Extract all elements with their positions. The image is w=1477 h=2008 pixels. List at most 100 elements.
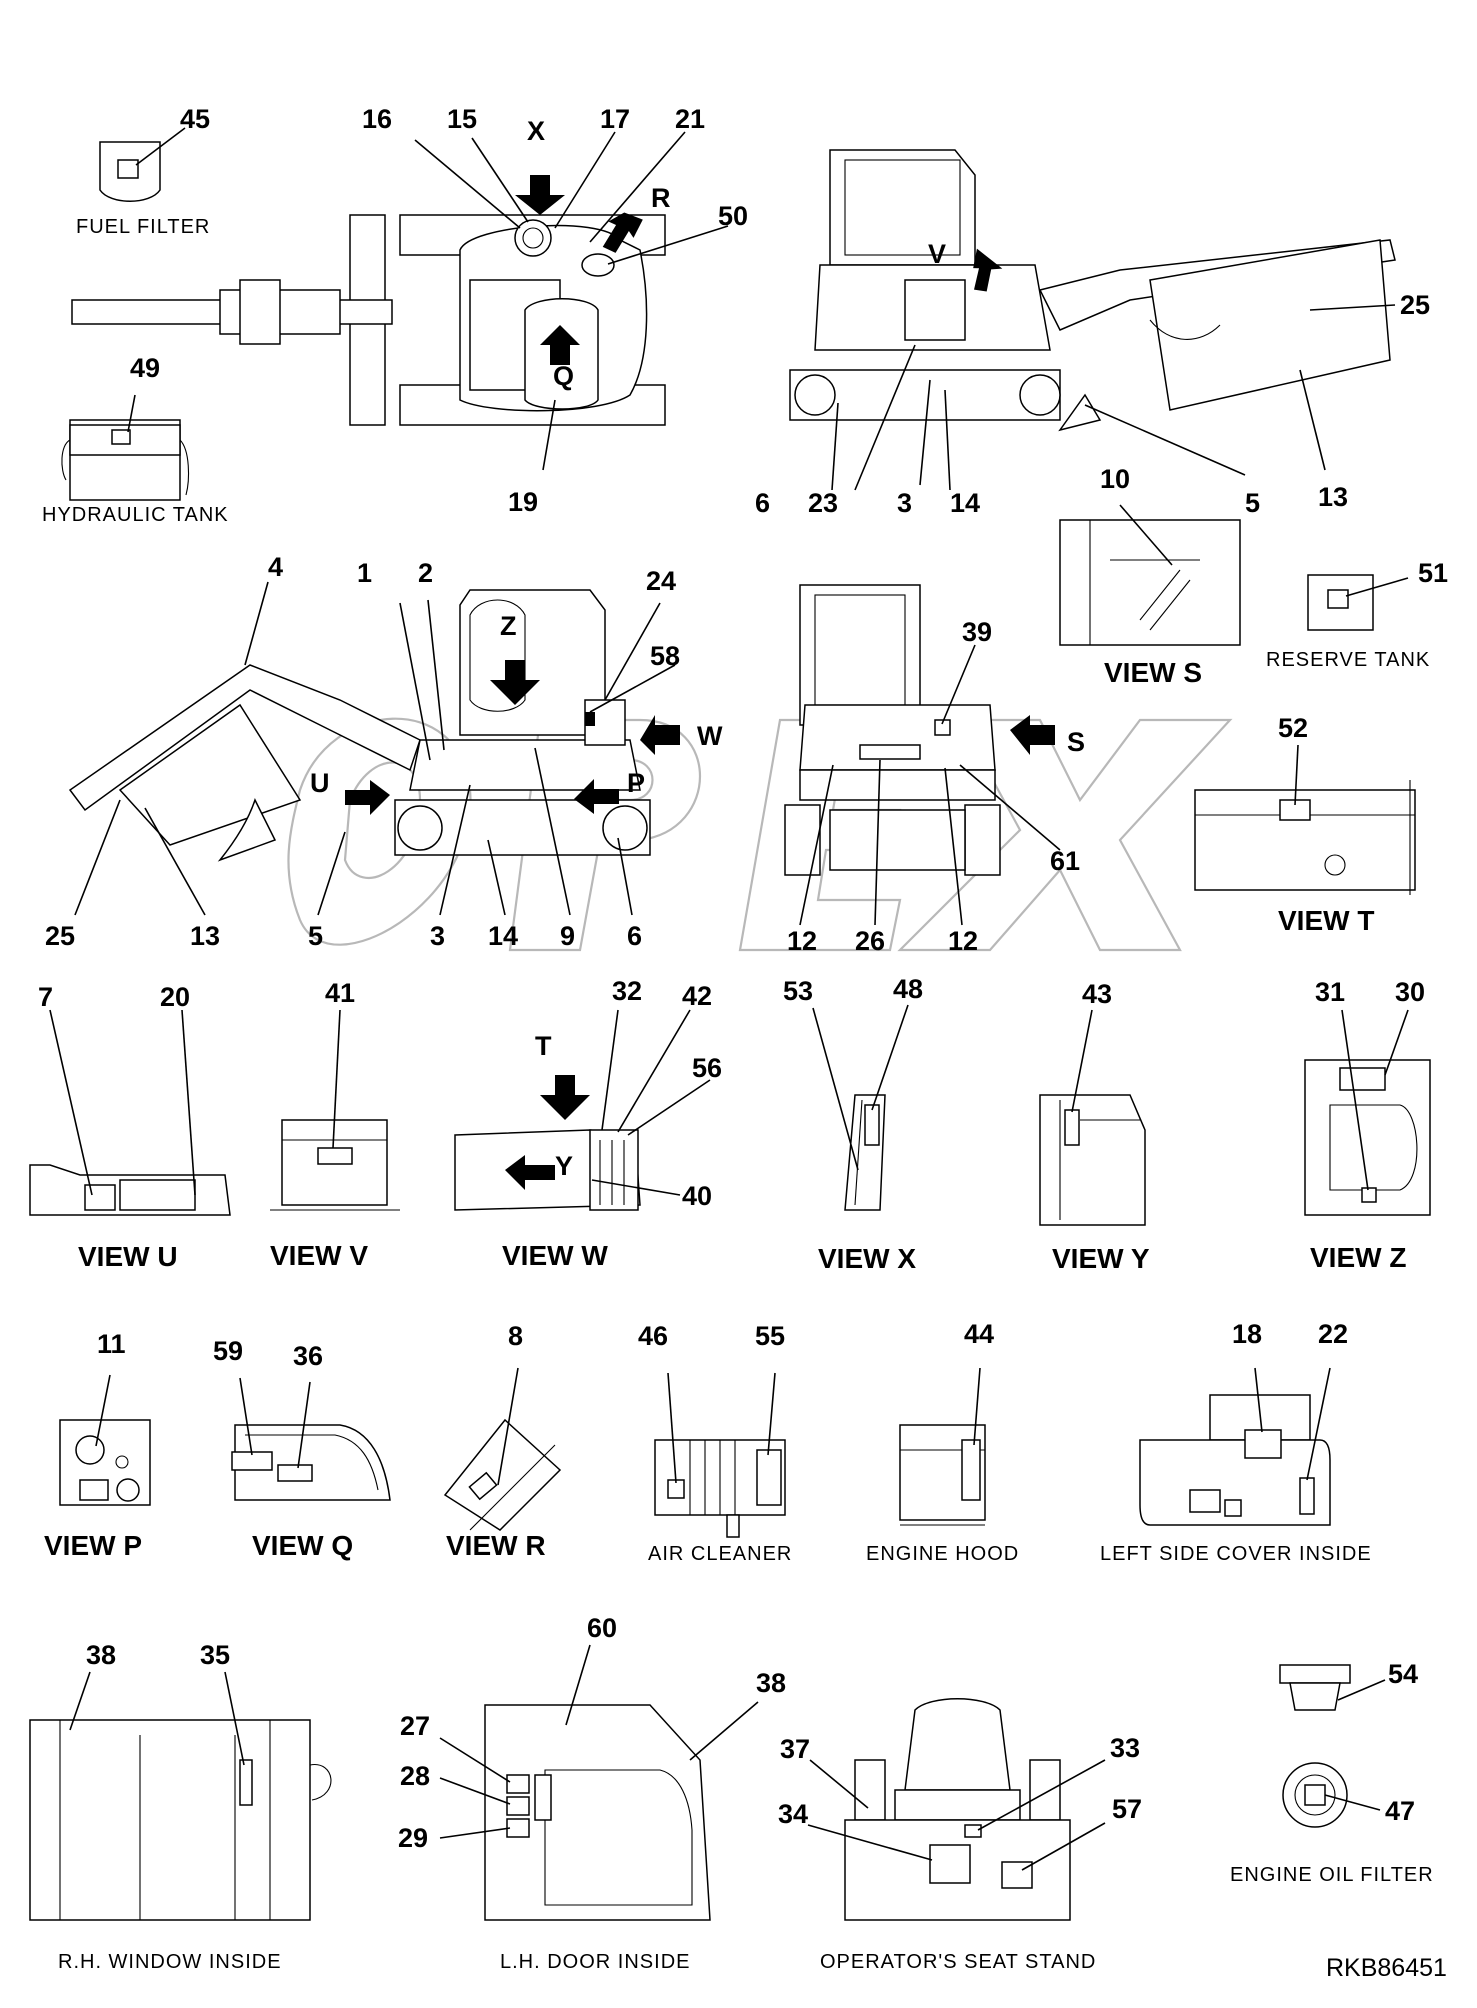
view-letter-p: P bbox=[627, 768, 645, 798]
view-x-detail: 53 48 VIEW X bbox=[783, 974, 923, 1274]
drawing-code: RKB86451 bbox=[1326, 1954, 1447, 1982]
view-y-title: VIEW Y bbox=[1052, 1243, 1150, 1274]
callout-57: 57 bbox=[1112, 1794, 1142, 1824]
callout-19: 19 bbox=[508, 487, 538, 517]
callout-15: 15 bbox=[447, 104, 477, 134]
callout-6-left-view: 6 bbox=[627, 921, 642, 951]
callout-4: 4 bbox=[268, 552, 283, 582]
view-s-detail: 10 VIEW S bbox=[1059, 464, 1241, 688]
operators-seat-stand-detail: 37 33 34 57 OPERATOR'S SEAT STAND bbox=[778, 1698, 1142, 1973]
view-u-detail: 7 20 VIEW U bbox=[29, 982, 231, 1272]
callout-30: 30 bbox=[1395, 977, 1425, 1007]
callout-13-right-view: 13 bbox=[1318, 482, 1348, 512]
view-letter-r: R bbox=[651, 183, 671, 213]
callout-44: 44 bbox=[964, 1319, 994, 1349]
callout-49: 49 bbox=[130, 353, 160, 383]
callout-47: 47 bbox=[1385, 1796, 1415, 1826]
callout-11: 11 bbox=[97, 1329, 126, 1359]
caption-operators-seat-stand: OPERATOR'S SEAT STAND bbox=[820, 1951, 1096, 1973]
callout-61: 61 bbox=[1050, 846, 1080, 876]
callout-46: 46 bbox=[638, 1321, 668, 1351]
view-x-title: VIEW X bbox=[818, 1243, 916, 1274]
callout-2: 2 bbox=[418, 558, 433, 588]
view-v-title: VIEW V bbox=[270, 1240, 368, 1271]
callout-9: 9 bbox=[560, 921, 575, 951]
view-z-title: VIEW Z bbox=[1310, 1242, 1406, 1273]
caption-lh-door-inside: L.H. DOOR INSIDE bbox=[500, 1951, 690, 1973]
rh-window-inside-detail: 38 35 R.H. WINDOW INSIDE bbox=[29, 1640, 332, 1973]
view-letter-s: S bbox=[1067, 727, 1085, 757]
view-r-title: VIEW R bbox=[446, 1530, 546, 1561]
caption-engine-hood: ENGINE HOOD bbox=[866, 1543, 1019, 1565]
view-w-title: VIEW W bbox=[502, 1240, 608, 1271]
rear-view-excavator: 39 S 61 12 26 12 bbox=[784, 584, 1085, 956]
caption-engine-oil-filter: ENGINE OIL FILTER bbox=[1230, 1864, 1434, 1886]
callout-52: 52 bbox=[1278, 713, 1308, 743]
callout-7: 7 bbox=[38, 982, 53, 1012]
left-side-view-excavator: 4 1 2 Z 24 58 W P U 25 13 5 3 14 9 6 bbox=[45, 552, 723, 951]
callout-18: 18 bbox=[1232, 1319, 1262, 1349]
caption-fuel-filter: FUEL FILTER bbox=[76, 216, 210, 238]
view-letter-u: U bbox=[310, 768, 330, 798]
view-letter-t: T bbox=[535, 1031, 552, 1061]
callout-21: 21 bbox=[675, 104, 705, 134]
callout-51: 51 bbox=[1418, 558, 1448, 588]
view-p-detail: 11 VIEW P bbox=[44, 1329, 151, 1561]
view-s-title: VIEW S bbox=[1104, 657, 1202, 688]
callout-36: 36 bbox=[293, 1341, 323, 1371]
view-v-detail: 41 VIEW V bbox=[270, 978, 400, 1271]
callout-13-left-view: 13 bbox=[190, 921, 220, 951]
view-y-detail: 43 VIEW Y bbox=[1039, 979, 1150, 1274]
caption-reserve-tank: RESERVE TANK bbox=[1266, 649, 1430, 671]
callout-5-left-view: 5 bbox=[308, 921, 323, 951]
callout-26: 26 bbox=[855, 926, 885, 956]
top-view-excavator: 16 15 X 17 21 R 50 Q 19 bbox=[71, 104, 748, 517]
fuel-filter-detail: 45 FUEL FILTER bbox=[76, 104, 210, 238]
callout-16: 16 bbox=[362, 104, 392, 134]
callout-54: 54 bbox=[1388, 1659, 1418, 1689]
view-u-title: VIEW U bbox=[78, 1241, 178, 1272]
view-letter-x: X bbox=[527, 116, 545, 146]
view-q-detail: 59 36 VIEW Q bbox=[213, 1336, 391, 1561]
callout-24: 24 bbox=[646, 566, 676, 596]
callout-28: 28 bbox=[400, 1761, 430, 1791]
view-q-title: VIEW Q bbox=[252, 1530, 353, 1561]
engine-hood-detail: 44 ENGINE HOOD bbox=[866, 1319, 1019, 1565]
callout-59: 59 bbox=[213, 1336, 243, 1366]
reserve-tank-detail: 51 RESERVE TANK bbox=[1266, 558, 1448, 671]
lh-door-inside-detail: 60 27 28 29 38 L.H. DOOR INSIDE bbox=[398, 1613, 786, 1973]
callout-31: 31 bbox=[1315, 977, 1345, 1007]
callout-48: 48 bbox=[893, 974, 923, 1004]
callout-41: 41 bbox=[325, 978, 355, 1008]
callout-25-right-view: 25 bbox=[1400, 290, 1430, 320]
callout-53: 53 bbox=[783, 976, 813, 1006]
caption-left-side-cover-inside: LEFT SIDE COVER INSIDE bbox=[1100, 1543, 1372, 1565]
view-p-title: VIEW P bbox=[44, 1530, 142, 1561]
callout-39: 39 bbox=[962, 617, 992, 647]
callout-38-lh-door: 38 bbox=[756, 1668, 786, 1698]
callout-50: 50 bbox=[718, 201, 748, 231]
callout-14-left-view: 14 bbox=[488, 921, 518, 951]
callout-43: 43 bbox=[1082, 979, 1112, 1009]
callout-12-left: 12 bbox=[787, 926, 817, 956]
callout-29: 29 bbox=[398, 1823, 428, 1853]
callout-38-rh-window: 38 bbox=[86, 1640, 116, 1670]
callout-37: 37 bbox=[780, 1734, 810, 1764]
view-r-detail: 8 VIEW R bbox=[443, 1321, 562, 1561]
callout-22: 22 bbox=[1318, 1319, 1348, 1349]
view-t-title: VIEW T bbox=[1278, 905, 1374, 936]
callout-3-right-view: 3 bbox=[897, 488, 912, 518]
callout-12-right: 12 bbox=[948, 926, 978, 956]
air-cleaner-detail: 46 55 AIR CLEANER bbox=[638, 1321, 791, 1565]
view-letter-z: Z bbox=[500, 611, 517, 641]
callout-27: 27 bbox=[400, 1711, 430, 1741]
view-w-detail: T Y 32 42 56 40 VIEW W bbox=[454, 976, 722, 1271]
callout-6-right-view: 6 bbox=[755, 488, 770, 518]
callout-45: 45 bbox=[180, 104, 210, 134]
callout-3-left-view: 3 bbox=[430, 921, 445, 951]
callout-34: 34 bbox=[778, 1799, 808, 1829]
view-t-detail: 52 VIEW T bbox=[1194, 713, 1416, 936]
view-letter-v: V bbox=[928, 239, 946, 269]
callout-32: 32 bbox=[612, 976, 642, 1006]
